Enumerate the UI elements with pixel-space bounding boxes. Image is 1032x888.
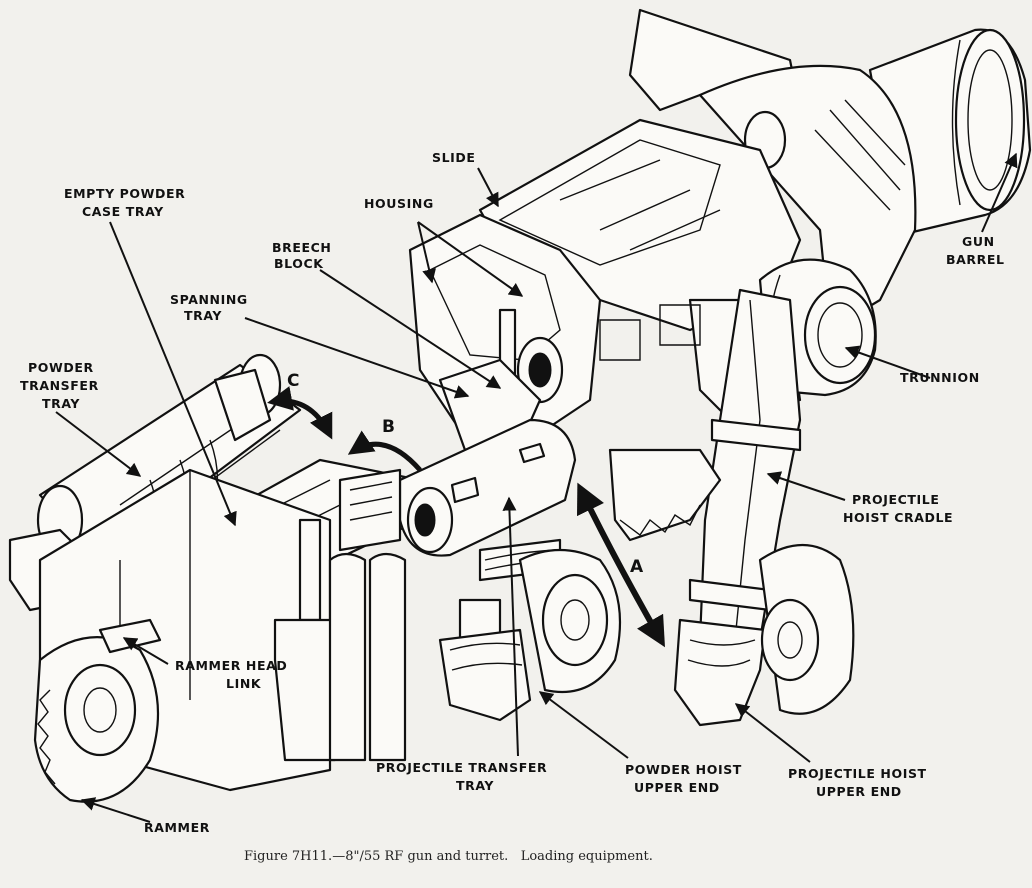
label-projectile-hoist-cradle: PROJECTILE <box>852 492 939 507</box>
label-breech-block: BREECH <box>272 240 331 255</box>
label-gun-barrel-line2: BARREL <box>946 252 1005 267</box>
motion-letter-c: C <box>287 371 299 391</box>
label-powder-transfer-tray-line2: TRANSFER <box>20 378 99 393</box>
label-empty-powder-case-tray-line2: CASE TRAY <box>82 204 164 219</box>
label-spanning-tray-line2: TRAY <box>184 308 222 323</box>
label-gun-barrel: GUN <box>962 234 995 249</box>
motion-arrow-a: A <box>577 482 665 648</box>
label-empty-powder-case-tray: EMPTY POWDER <box>64 186 185 201</box>
label-powder-transfer-tray-line3: TRAY <box>42 396 80 411</box>
motion-arrow-c: C <box>267 371 333 440</box>
label-projectile-hoist-upper-end-line2: UPPER END <box>816 784 902 799</box>
leader-lines <box>55 152 1018 823</box>
motion-arrow-b: B <box>347 417 422 472</box>
label-projectile-hoist-upper-end: PROJECTILE HOIST <box>788 766 927 781</box>
projectile-hoist-cradle-drawing <box>673 288 855 727</box>
label-trunnion: TRUNNION <box>900 370 980 385</box>
label-rammer-head-link: RAMMER HEAD <box>175 658 287 673</box>
projectile-transfer-tray-drawing <box>398 418 577 642</box>
label-slide: SLIDE <box>432 150 476 165</box>
label-rammer: RAMMER <box>144 820 210 835</box>
label-rammer-head-link-line2: LINK <box>226 676 262 691</box>
label-projectile-transfer-tray-line2: TRAY <box>456 778 494 793</box>
label-projectile-transfer-tray: PROJECTILE TRANSFER <box>376 760 547 775</box>
motion-letter-b: B <box>382 417 395 437</box>
label-spanning-tray: SPANNING <box>170 292 248 307</box>
label-breech-block-line2: BLOCK <box>274 256 324 271</box>
rammer-drawing <box>8 468 407 803</box>
label-powder-hoist-upper-end: POWDER HOIST <box>625 762 742 777</box>
part-labels: SLIDE HOUSING EMPTY POWDER CASE TRAY BRE… <box>20 150 1005 835</box>
motion-letter-a: A <box>630 557 644 577</box>
spanning-tray-fan-drawing <box>608 448 722 542</box>
label-projectile-hoist-cradle-line2: HOIST CRADLE <box>843 510 953 525</box>
label-powder-transfer-tray: POWDER <box>28 360 94 375</box>
label-housing: HOUSING <box>364 196 434 211</box>
figure-caption: Figure 7H11.—8"/55 RF gun and turret. Lo… <box>244 849 653 864</box>
label-powder-hoist-upper-end-line2: UPPER END <box>634 780 720 795</box>
